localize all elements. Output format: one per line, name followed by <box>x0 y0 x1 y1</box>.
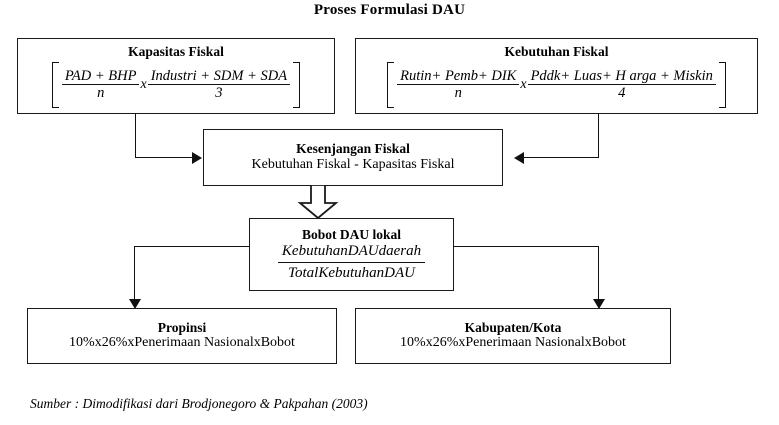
source-caption: Sumber : Dimodifikasi dari Brodjonegoro … <box>30 396 368 411</box>
box-kesenjangan-fiskal: Kesenjangan Fiskal Kebutuhan Fiskal - Ka… <box>203 129 503 186</box>
box-kabupaten-kota-subtitle: 10%x26%xPenerimaan NasionalxBobot <box>400 335 626 351</box>
box-kapasitas-fiskal-title: Kapasitas Fiskal <box>128 44 224 60</box>
box-kebutuhan-fiskal-title: Kebutuhan Fiskal <box>504 44 609 60</box>
fraction-denominator: n <box>97 85 105 102</box>
connector-bobot-split-right <box>453 246 599 247</box>
arrowhead-into-propinsi <box>129 299 141 309</box>
box-kabupaten-kota: Kabupaten/Kota 10%x26%xPenerimaan Nasion… <box>355 308 671 364</box>
bracket-left-icon <box>387 61 395 108</box>
box-kabupaten-kota-title: Kabupaten/Kota <box>464 319 562 335</box>
multiply-operator: x <box>520 76 527 92</box>
arrowhead-into-kesenjangan-right <box>514 152 524 164</box>
page-title: Proses Formulasi DAU <box>313 2 466 18</box>
bracket-left-icon <box>51 61 59 108</box>
fraction-pddk-luas-harga-miskin-over-4: Pddk+ Luas+ H arga + Miskin 4 <box>527 69 716 102</box>
fraction-pad-bhp-over-n: PAD + BHP n <box>61 69 140 102</box>
connector-kapasitas-vertical <box>135 114 136 158</box>
bracket-right-icon <box>293 61 301 108</box>
arrowhead-into-kesenjangan-left <box>192 152 202 164</box>
fraction-numerator: Rutin+ Pemb+ DIK <box>397 69 520 86</box>
box-kesenjangan-fiskal-subtitle: Kebutuhan Fiskal - Kapasitas Fiskal <box>251 156 455 172</box>
connector-kebutuhan-horizontal <box>524 157 599 158</box>
connector-kabupaten-vertical <box>598 246 599 303</box>
fraction-numerator: Industri + SDM + SDA <box>147 69 291 86</box>
box-propinsi-subtitle: 10%x26%xPenerimaan NasionalxBobot <box>69 335 295 351</box>
connector-propinsi-vertical <box>134 246 135 303</box>
arrowhead-into-kabupaten <box>593 299 605 309</box>
fraction-numerator: Pddk+ Luas+ H arga + Miskin <box>527 69 716 86</box>
block-arrow-down-icon <box>297 184 339 220</box>
connector-bobot-split-left <box>134 246 250 247</box>
fraction-denominator: TotalKebutuhanDAU <box>288 265 415 282</box>
fraction-denominator: 4 <box>618 85 626 102</box>
box-bobot-dau-lokal-title: Bobot DAU lokal <box>301 226 401 242</box>
fraction-industri-sdm-sda-over-3: Industri + SDM + SDA 3 <box>147 69 291 102</box>
fraction-rutin-pemb-dik-over-n: Rutin+ Pemb+ DIK n <box>397 69 520 102</box>
fraction-numerator: PAD + BHP <box>61 69 140 86</box>
bracket-right-icon <box>718 61 726 108</box>
box-propinsi-title: Propinsi <box>157 319 207 335</box>
kebutuhan-fiskal-formula: Rutin+ Pemb+ DIK n x Pddk+ Luas+ H arga … <box>387 61 726 108</box>
multiply-operator: x <box>140 76 147 92</box>
box-kapasitas-fiskal: Kapasitas Fiskal PAD + BHP n x Industri … <box>17 38 335 114</box>
kapasitas-fiskal-formula: PAD + BHP n x Industri + SDM + SDA 3 <box>51 61 301 108</box>
fraction-denominator: n <box>454 85 462 102</box>
box-propinsi: Propinsi 10%x26%xPenerimaan NasionalxBob… <box>27 308 337 364</box>
connector-kapasitas-horizontal <box>135 157 193 158</box>
box-kesenjangan-fiskal-title: Kesenjangan Fiskal <box>296 141 410 157</box>
fraction-numerator: KebutuhanDAUdaerah <box>277 243 426 264</box>
box-kebutuhan-fiskal: Kebutuhan Fiskal Rutin+ Pemb+ DIK n x Pd… <box>355 38 758 114</box>
fraction-denominator: 3 <box>215 85 223 102</box>
box-bobot-dau-lokal: Bobot DAU lokal KebutuhanDAUdaerah Total… <box>249 218 454 291</box>
fraction-bobot-dau: KebutuhanDAUdaerah TotalKebutuhanDAU <box>277 243 426 282</box>
connector-kebutuhan-vertical <box>598 114 599 158</box>
